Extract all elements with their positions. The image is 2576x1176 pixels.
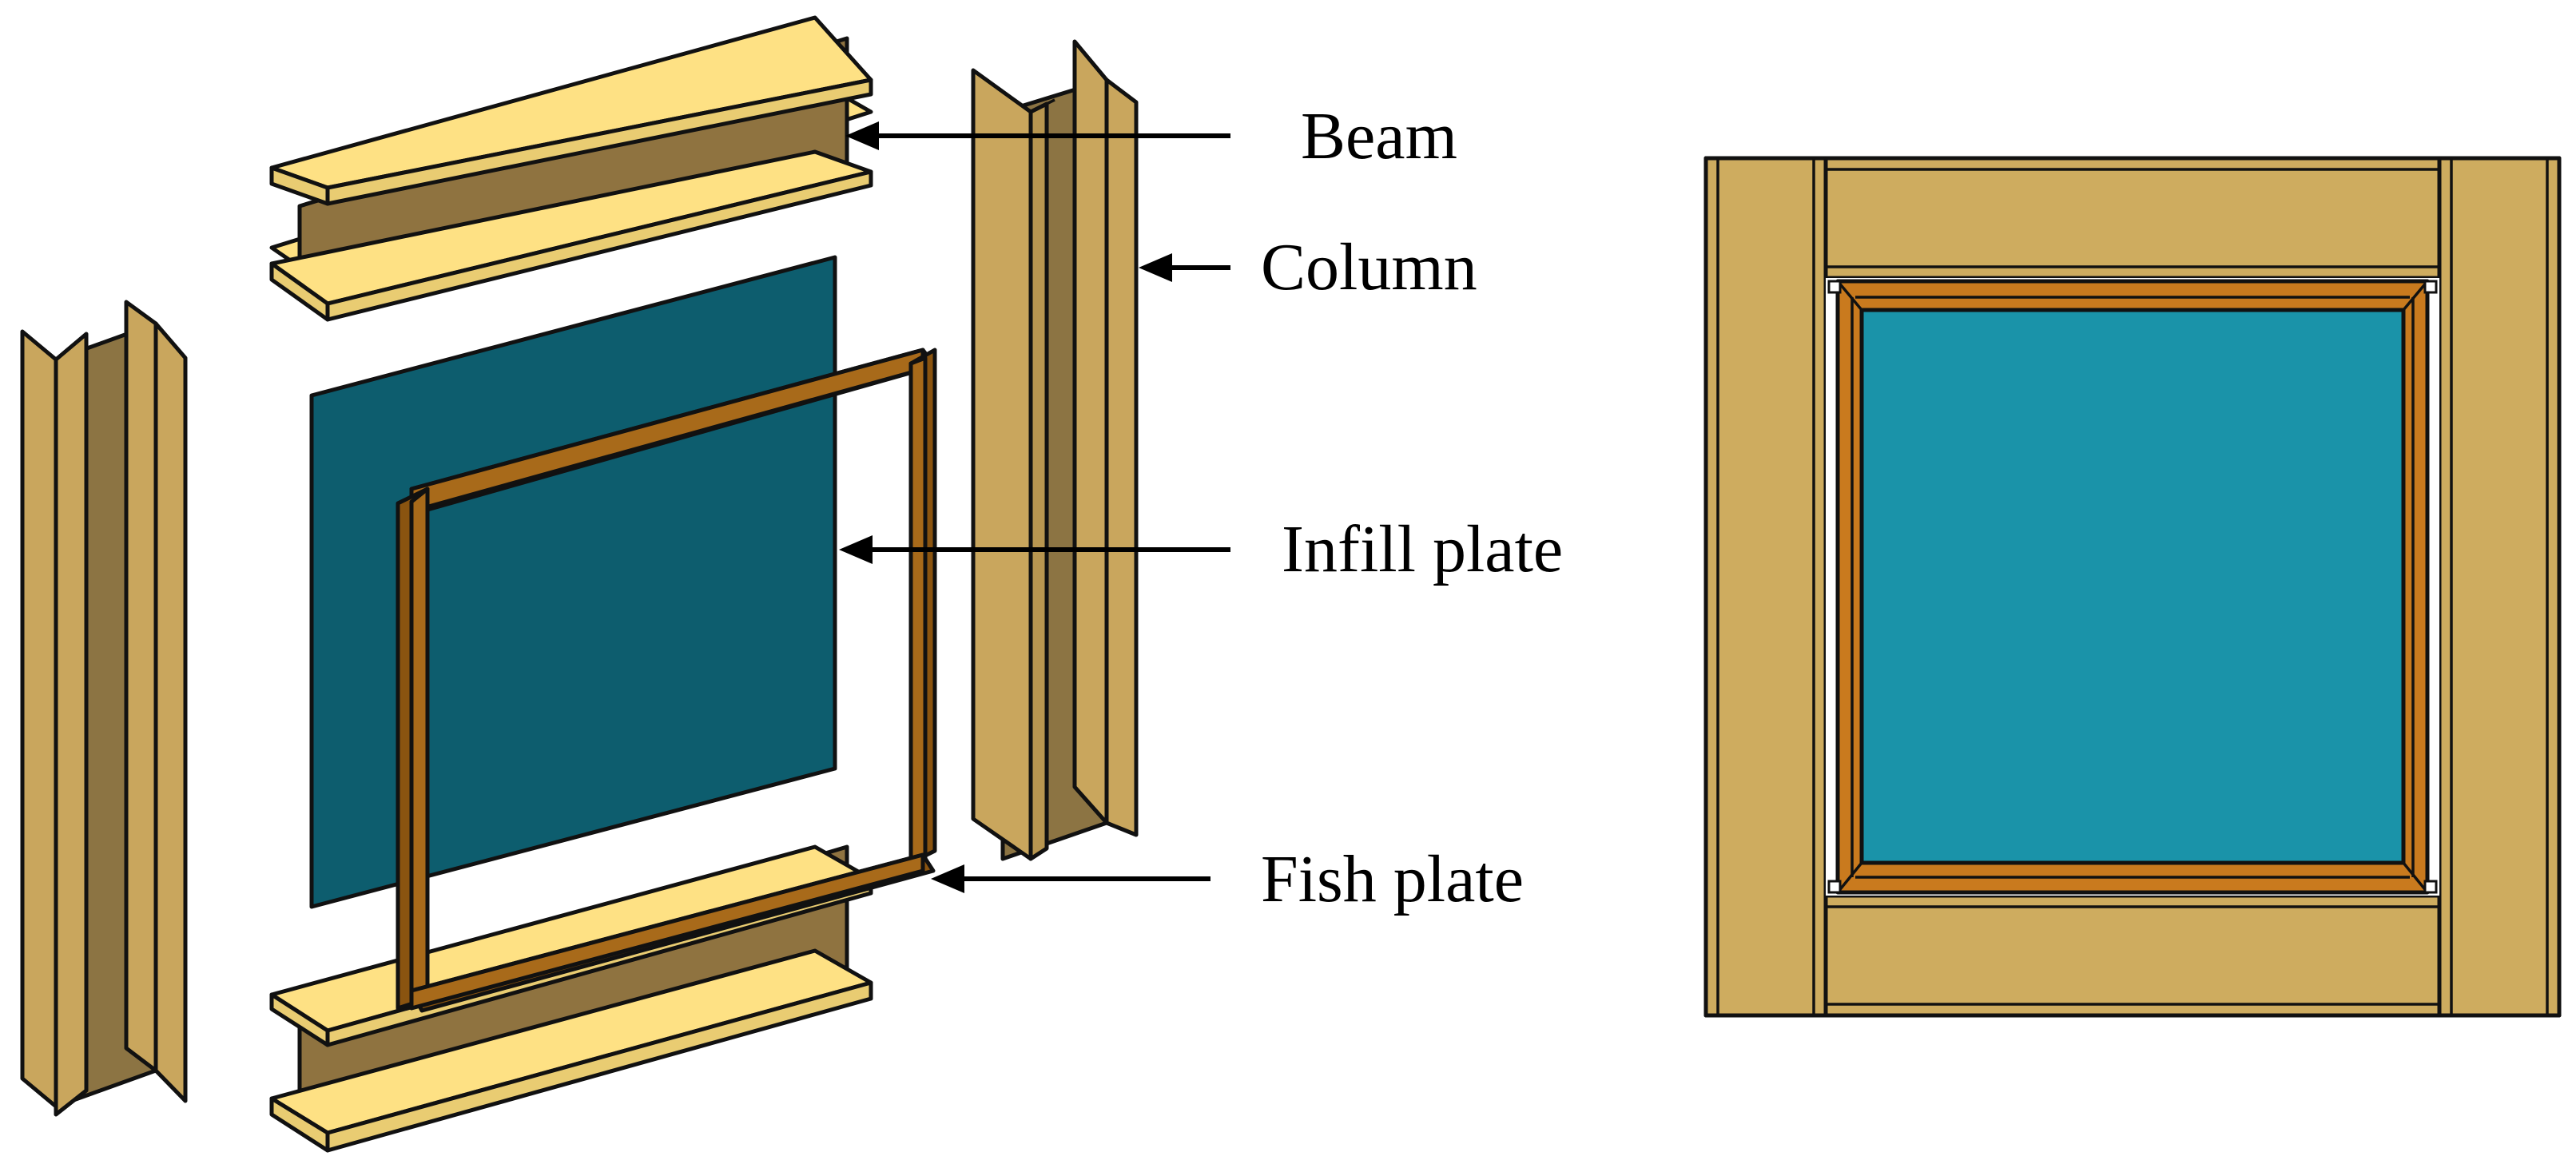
column-label: Column bbox=[1261, 230, 1477, 304]
infill-plate-label: Infill plate bbox=[1282, 512, 1563, 586]
elevation-view bbox=[1703, 156, 2562, 1018]
fish-plate-3d bbox=[396, 348, 937, 1013]
infill-plate-3d bbox=[309, 255, 837, 909]
infill-plate-arrow bbox=[839, 535, 1230, 564]
fish-plate-arrow bbox=[931, 864, 1210, 893]
right-column bbox=[971, 39, 1139, 861]
left-column bbox=[20, 300, 188, 1117]
top-beam bbox=[269, 15, 873, 322]
beam-label: Beam bbox=[1301, 99, 1457, 173]
elevation-left-column bbox=[1703, 156, 1828, 1018]
fish-plate-label: Fish plate bbox=[1261, 842, 1524, 916]
column-arrow bbox=[1139, 253, 1230, 282]
beam-arrow bbox=[845, 121, 1230, 150]
elevation-fish-plate bbox=[1827, 279, 2438, 895]
elevation-right-column bbox=[2437, 156, 2562, 1018]
elevation-bottom-beam bbox=[1823, 893, 2442, 1018]
exploded-view: Beam Column Infill plate Fish plate bbox=[20, 15, 1563, 1153]
elevation-top-beam bbox=[1823, 156, 2442, 280]
